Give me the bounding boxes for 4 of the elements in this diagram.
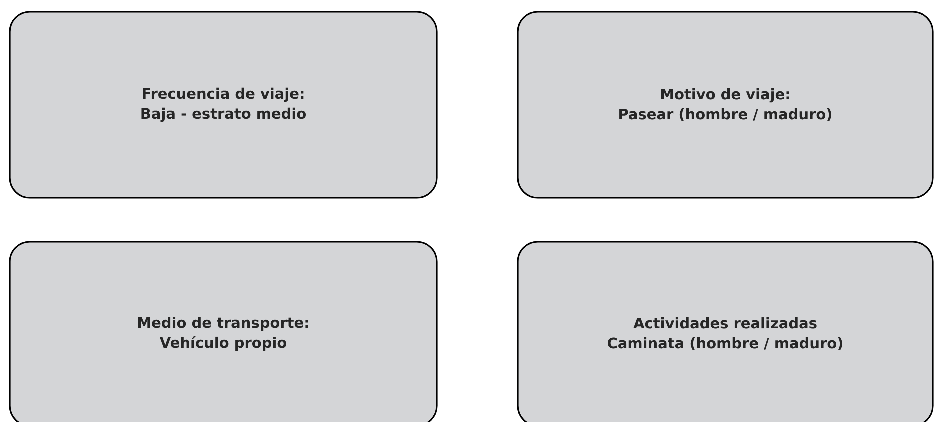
text-box: Actividades realizadas Caminata (hombre / maduro)	[517, 241, 934, 422]
text-box: Motivo de viaje: Pasear (hombre / maduro)	[517, 11, 934, 199]
text-box: Frecuencia de viaje: Baja - estrato medio	[9, 11, 438, 199]
text-box: Medio de transporte: Vehículo propio	[9, 241, 438, 422]
